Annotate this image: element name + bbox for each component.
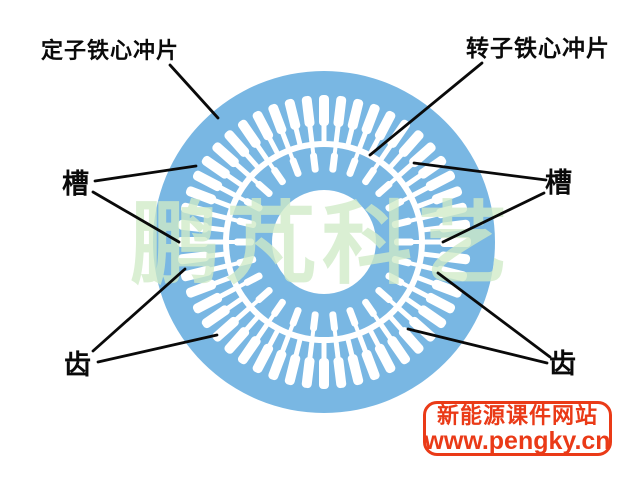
rotor-slot [267, 298, 286, 323]
stator-slot [180, 263, 229, 282]
stator-slot [319, 341, 329, 389]
stator-slot [252, 110, 281, 156]
stator-slot [224, 314, 261, 354]
stator-slot [201, 155, 244, 188]
stator-slot [177, 251, 227, 265]
stator-slot [252, 328, 281, 374]
rotor-slot [267, 161, 286, 186]
stator-slot [333, 95, 347, 145]
stator-slot [356, 333, 380, 381]
rotor-slot [237, 272, 263, 289]
stator-slot [356, 103, 380, 151]
rotor-slot [394, 238, 421, 246]
rotor-slot [362, 298, 381, 323]
rotor-slot [250, 287, 273, 308]
stator-slot [378, 322, 411, 365]
rotor-slot [250, 176, 273, 197]
brand-badge-title: 新能源课件网站 [436, 402, 598, 428]
stator-slot [345, 337, 364, 386]
stator-slot [410, 285, 456, 314]
stator-slot [419, 263, 468, 282]
core-laminations [153, 71, 495, 413]
tooth-label-right: 齿 [549, 349, 576, 379]
stator-slot [404, 296, 447, 329]
leader-line-stator [168, 63, 220, 120]
rotor-slot [385, 272, 411, 289]
rotor-slot [227, 238, 254, 246]
leader-line-tooth-right-a [436, 271, 552, 359]
stator-slot [367, 328, 396, 374]
stator-slot [212, 142, 252, 179]
rotor-slot [346, 307, 361, 333]
stator-slot [237, 322, 270, 365]
stator-slot [404, 155, 447, 188]
tooth-label-left: 齿 [64, 350, 91, 380]
watermark-text: 鹏芃科艺 [130, 195, 514, 295]
rotor-slot [310, 145, 319, 173]
rotor-slot [287, 151, 302, 177]
stator-slot [268, 333, 292, 381]
stator-slot [212, 305, 252, 342]
stator-slot [237, 119, 270, 162]
stator-slot [367, 110, 396, 156]
stator-slot [415, 274, 463, 298]
rotor-slot [346, 151, 361, 177]
stator-slot [415, 186, 463, 210]
stator-slot [410, 170, 456, 199]
stator-slot [177, 219, 227, 233]
rotor-slot [391, 216, 419, 229]
stator-slot [177, 237, 225, 247]
slot-label-left: 槽 [62, 169, 89, 199]
rotor-slot [391, 255, 419, 268]
stator-slot [301, 339, 315, 389]
stator-slot [268, 103, 292, 151]
rotor-slot [229, 255, 257, 268]
stator-slot [185, 186, 233, 210]
rotor-slot [237, 195, 263, 212]
rotor-slot [287, 307, 302, 333]
rotor-slot [310, 311, 319, 339]
leader-line-slot-left-b [91, 190, 181, 244]
brand-badge-url: www.pengky.cn [424, 426, 611, 455]
stator-slot [387, 130, 424, 170]
stator-slot [387, 314, 424, 354]
rotor-slot [375, 176, 398, 197]
leader-line-slot-right-a [412, 161, 548, 182]
website-brand-badge[interactable]: 新能源课件网站 www.pengky.cn [423, 401, 612, 456]
stator-core [153, 71, 495, 413]
rotor-core [228, 146, 420, 338]
stator-slot [201, 296, 244, 329]
rotor-slot [329, 145, 338, 173]
stator-slot [192, 285, 238, 314]
stator-slot [396, 142, 436, 179]
stator-slot [421, 219, 471, 233]
leader-line-slot-right-b [441, 191, 546, 244]
stator-slot [192, 170, 238, 199]
stator-slot [333, 339, 347, 389]
stator-slot [284, 337, 303, 386]
leader-line-rotor [368, 61, 484, 157]
leader-line-slot-left-a [93, 164, 198, 183]
stator-slot [301, 95, 315, 145]
stator-lamination-label: 定子铁心冲片 [41, 38, 180, 63]
slot-label-right: 槽 [545, 168, 572, 198]
leader-line-tooth-left-a [91, 267, 187, 353]
leader-line-tooth-right-b [406, 327, 549, 365]
stator-slot [319, 95, 329, 143]
rotor-slot [362, 161, 381, 186]
leader-line-tooth-left-b [96, 333, 219, 364]
rotor-slot [329, 311, 338, 339]
stator-slot [345, 98, 364, 147]
rotor-slot [385, 195, 411, 212]
rotor-slot [375, 287, 398, 308]
stator-slot [180, 202, 229, 221]
stator-slot [419, 202, 468, 221]
stator-slot [224, 130, 261, 170]
stator-slot [421, 251, 471, 265]
stator-slot [284, 98, 303, 147]
stator-slot [185, 274, 233, 298]
rotor-lamination-label: 转子铁心冲片 [466, 35, 610, 61]
rotor-slot [229, 216, 257, 229]
